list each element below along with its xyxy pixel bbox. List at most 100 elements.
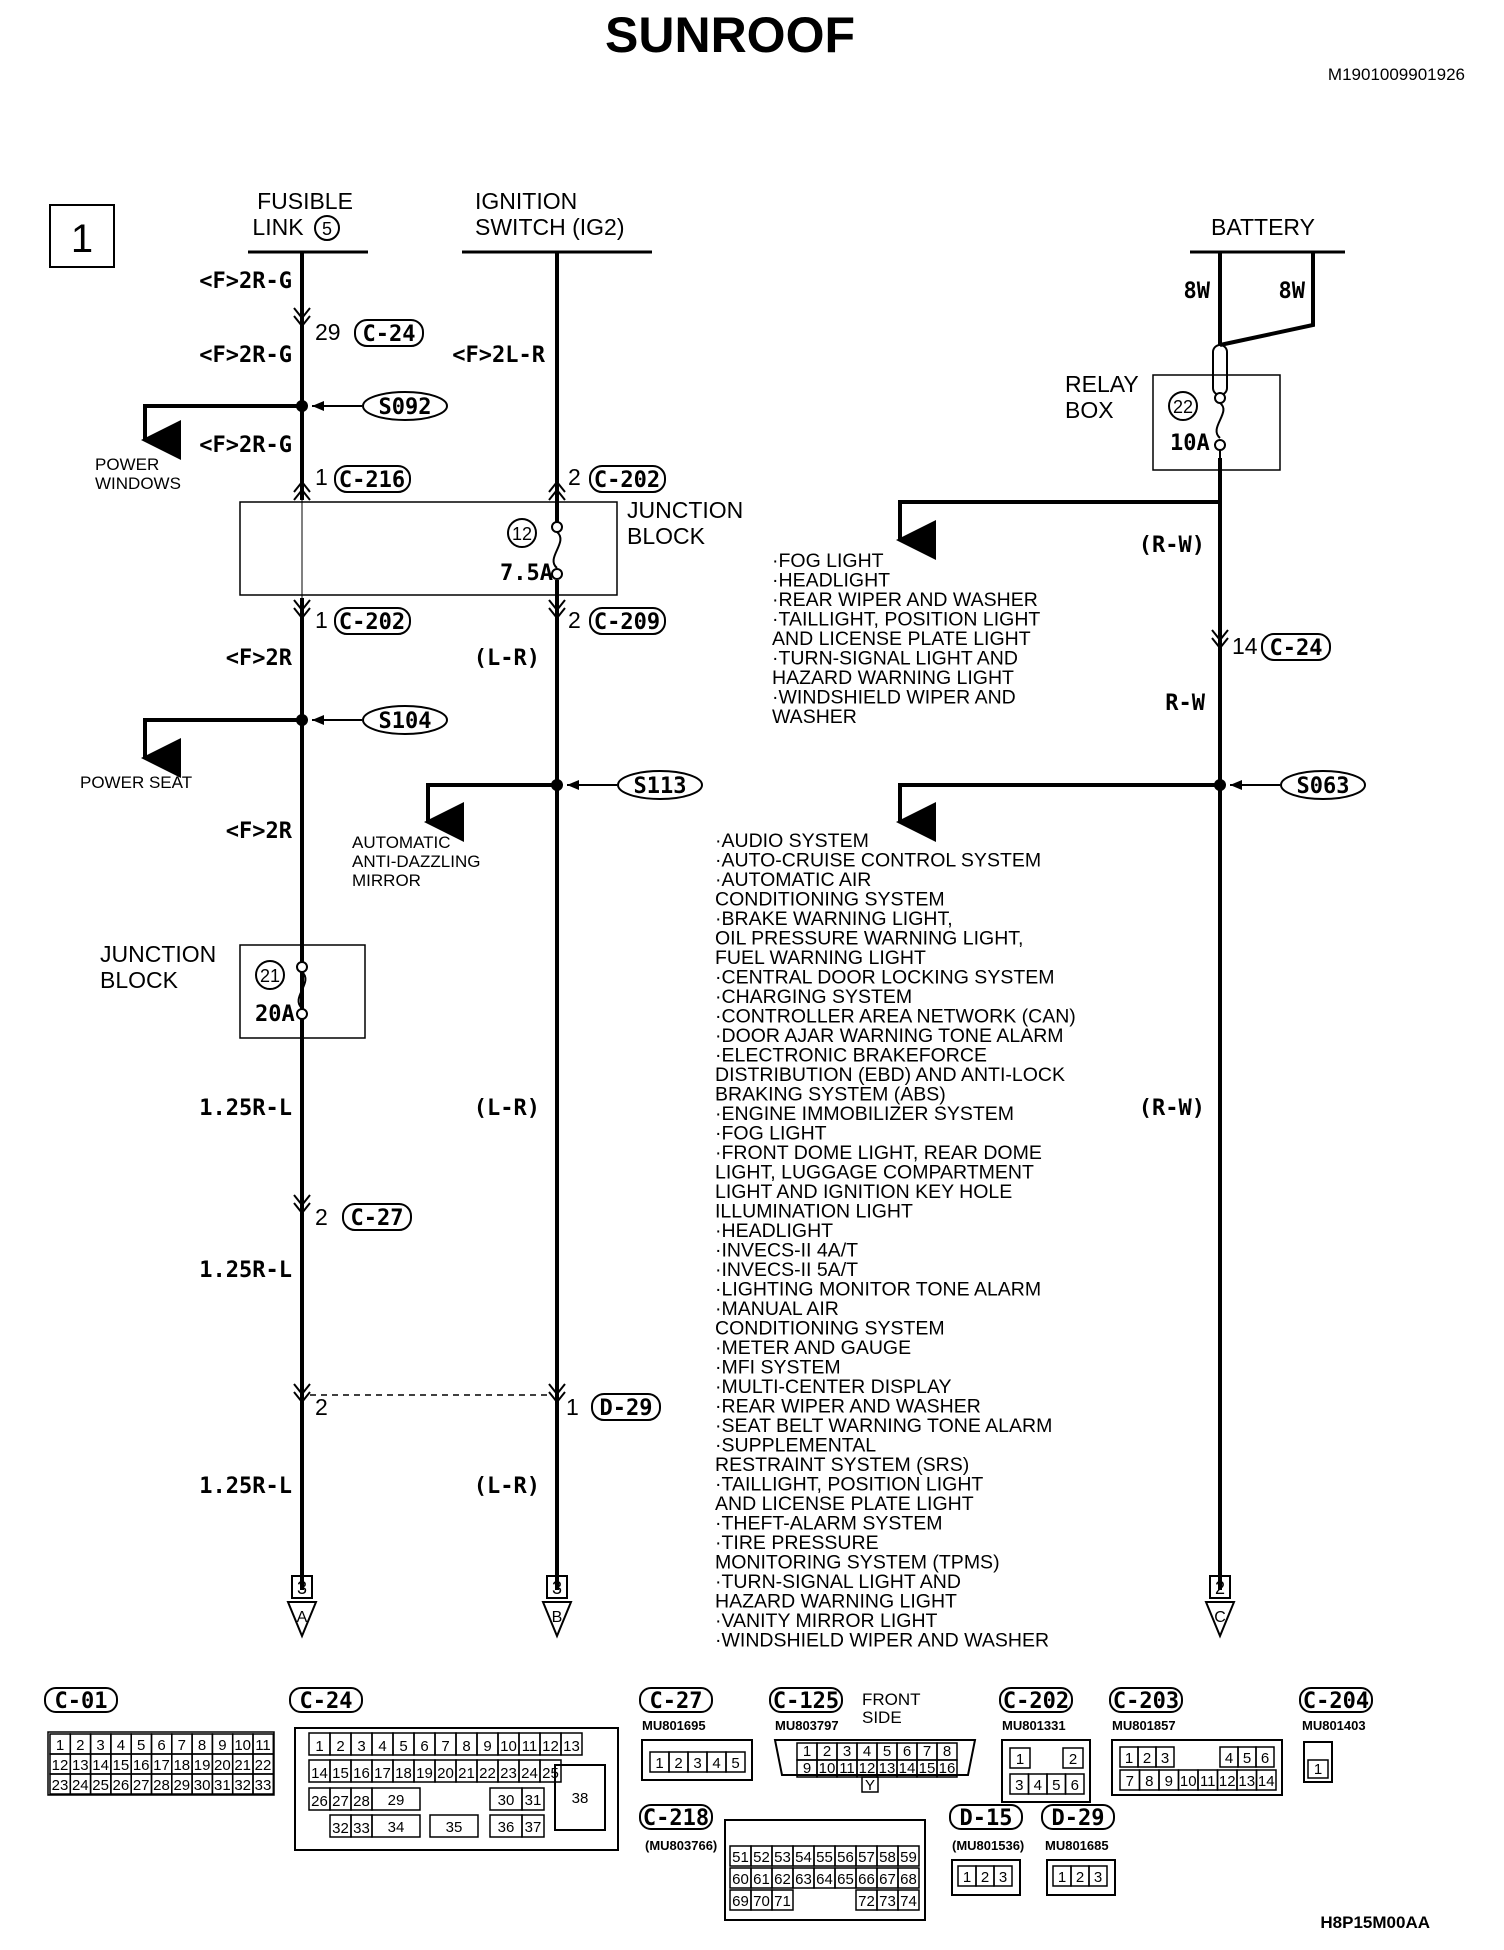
legend-name-c218: C-218 [643,1806,709,1831]
connector-c216 [334,465,411,493]
list-item: ILLUMINATION LIGHT [715,1201,913,1223]
legend-c125-body [773,1739,977,1776]
list-item: AND LICENSE PLATE LIGHT [715,1493,974,1515]
legend-pin-c218: 65 [837,1871,854,1888]
legend-pin-c24: 14 [311,1765,328,1782]
legend-pin-cell [897,1867,920,1889]
legend-c125-mark: Y [865,1777,875,1794]
legend-pin-c218: 69 [732,1893,749,1910]
legend-pin-c01: 25 [92,1777,109,1794]
connector-c202-left [334,607,411,635]
list-item: ·CONTROLLER AREA NETWORK (CAN) [715,1006,1076,1028]
connector-c202-top-label: C-202 [594,468,660,493]
wire-label-lr-2: (L-R) [474,1096,540,1121]
list-item: ·FOG LIGHT [772,550,884,572]
connector-marks [293,307,1229,1404]
list-item: ·TAILLIGHT, POSITION LIGHT [715,1474,983,1496]
legend-pin-d29: 2 [1076,1869,1084,1886]
branch-top-list [896,500,1220,560]
legend-pin-c218: 66 [858,1871,875,1888]
relay-fuse-amp: 10A [1170,431,1210,456]
wire-label-8w-2: 8W [1279,279,1306,304]
legend-name-box-c203 [1109,1687,1183,1713]
legend-pin-cell [1255,1746,1275,1768]
legend-c203-body [1111,1739,1283,1796]
legend-pin-c203: 8 [1145,1773,1153,1790]
list-item: ·METER AND GAUGE [715,1337,911,1359]
legend-pin-c218: 67 [879,1871,896,1888]
legend-pin-c01: 22 [255,1757,272,1774]
legend-pin-c24: 34 [388,1819,405,1836]
legend-pin-c24: 22 [479,1765,496,1782]
legend-pin-c01: 23 [52,1777,69,1794]
jb-top-fuse-number-circle [507,518,537,548]
list-item: ·MFI SYSTEM [715,1357,841,1379]
legend-pin-c218: 68 [900,1871,917,1888]
list-item: BRAKING SYSTEM (ABS) [715,1084,946,1106]
legend-pin-c24: 12 [542,1738,559,1755]
legend-pin-c125: 7 [923,1743,931,1760]
connector-d29-label: D-29 [600,1396,653,1421]
legend-pin-c125: 14 [899,1760,916,1777]
legend-pin-c218: 62 [774,1871,791,1888]
legend-pin-c27: 1 [655,1755,663,1772]
legend-pin-c01: 5 [137,1737,145,1754]
pin-2-c27: 2 [315,1204,328,1230]
wire-label-lr-3: (L-R) [474,1474,540,1499]
legend-pin-c01: 21 [234,1757,251,1774]
legend-pin-c218: 60 [732,1871,749,1888]
legend-name-box-c218 [639,1804,713,1830]
right-wire [1218,252,1315,1590]
legend-pin-c24: 24 [521,1765,538,1782]
jb-bottom-fuse-number: 21 [260,966,280,986]
legend-pin-c218: 70 [753,1893,770,1910]
legend-pin-c125: 11 [839,1760,855,1777]
list-item: ·THEFT-ALARM SYSTEM [715,1513,943,1535]
off-page-c: 2 C [1204,1575,1236,1639]
legend-d15-body [951,1859,1021,1896]
legend-part-c27: MU801695 [642,1718,706,1733]
wire-label-rw: R-W [1165,691,1205,716]
fusible-link-number: 5 [322,219,332,239]
legend-pin-cell [1062,1747,1084,1769]
list-item: OIL PRESSURE WARNING LIGHT, [715,928,1023,950]
list-item: LIGHT, LUGGAGE COMPARTMENT [715,1162,1034,1184]
legend-pin-c24: 21 [458,1765,475,1782]
legend-d29-body [1046,1859,1116,1896]
legend-name-box-c204 [1299,1687,1373,1713]
legend-pin-c125: 8 [943,1743,951,1760]
legend-name-c204: C-204 [1303,1689,1369,1714]
branch-power-seat [141,718,302,778]
legend-pin-cell [993,1865,1013,1887]
legend-c202-body [1001,1739,1091,1803]
wire-label-f2rg-1: <F>2R-G [199,269,292,294]
legend-pin-cell [1155,1746,1175,1768]
off-page-b: 3 B [541,1575,573,1639]
legend-pin-c01: 26 [113,1777,130,1794]
page-box-number: 1 [71,217,93,261]
legend-pin-c24: 38 [572,1790,589,1807]
list-item: ·REAR WIPER AND WASHER [772,589,1038,611]
legend-pin-c218: 57 [858,1849,875,1866]
legend-pin-c24: 20 [437,1765,454,1782]
list-item: ·DOOR AJAR WARNING TONE ALARM [715,1025,1064,1047]
legend-pin-c24: 2 [336,1738,344,1755]
list-item: ·ENGINE IMMOBILIZER SYSTEM [715,1103,1014,1125]
list-item: ·AUDIO SYSTEM [715,830,869,852]
legend-c27-body [641,1739,753,1781]
legend-pin-c218: 54 [795,1849,812,1866]
wire-label-f2r-2: <F>2R [226,819,293,844]
junction-block-top-label-2: BLOCK [627,523,706,549]
page-title: SUNROOF [605,7,855,63]
page-box [49,204,115,268]
pin-2-d29: 2 [315,1394,328,1420]
wire-label-f2r-1: <F>2R [226,646,293,671]
legend-pin-cell [521,1814,545,1838]
legend-pin-c125: 13 [879,1760,896,1777]
legend-pin-c218: 51 [732,1849,749,1866]
legend-pin-c125: 3 [843,1743,851,1760]
legend-pin-c01: 24 [72,1777,89,1794]
splice-s113 [617,770,703,800]
connector-c24-right-label: C-24 [1270,636,1323,661]
